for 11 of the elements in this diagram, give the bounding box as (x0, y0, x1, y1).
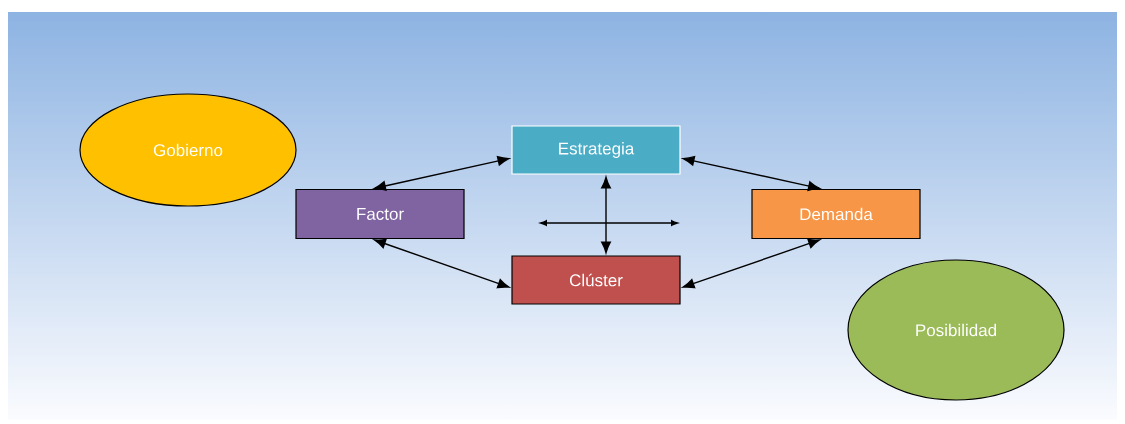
arrow (601, 176, 611, 254)
arrow (682, 238, 821, 289)
arrow (374, 156, 510, 191)
arrow (373, 238, 510, 289)
process-box: Estrategia (511, 125, 681, 175)
ellipse-node: Posibilidad (847, 259, 1065, 401)
process-box: Clúster (511, 255, 681, 305)
arrow (682, 156, 820, 191)
process-box: Demanda (751, 188, 921, 240)
process-box: Factor (295, 188, 465, 240)
ellipse-node: Gobierno (79, 93, 297, 207)
